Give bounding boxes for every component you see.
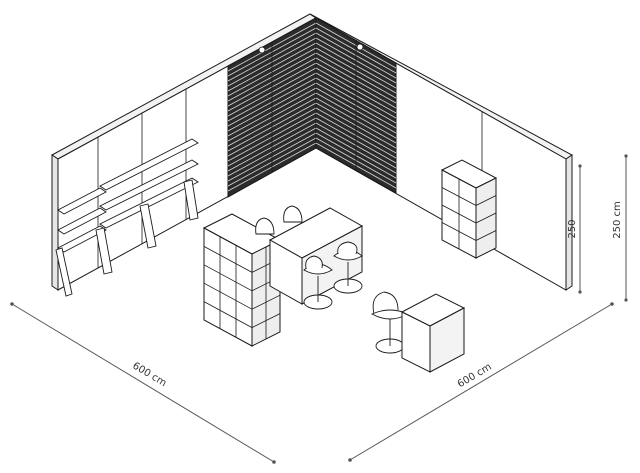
bar-stools [255, 205, 363, 310]
slat-panel-right [315, 17, 397, 194]
detail-line [475, 230, 497, 241]
slat-panel-left [227, 17, 317, 198]
cube-table [400, 293, 466, 373]
wall-shelves [55, 138, 199, 297]
lounge-chair [370, 291, 410, 354]
dimension-total-height: 250 cm [612, 154, 628, 302]
detail-line [475, 195, 497, 206]
dimension-wall-height: 250 [567, 164, 582, 294]
detail-line [475, 212, 497, 224]
dimension-label-front-left: 600 cm [130, 360, 168, 389]
detail-line [203, 282, 253, 310]
dimension-label-wall-height: 250 [567, 219, 578, 238]
bar-counter [268, 207, 364, 305]
dimension-label-total-height: 250 cm [612, 201, 623, 239]
detail-line [203, 301, 253, 328]
detail-line [203, 246, 253, 273]
dimension-front-right: 600 cm [348, 302, 614, 462]
cube-shelf-right [440, 159, 498, 259]
detail-line [203, 264, 253, 292]
